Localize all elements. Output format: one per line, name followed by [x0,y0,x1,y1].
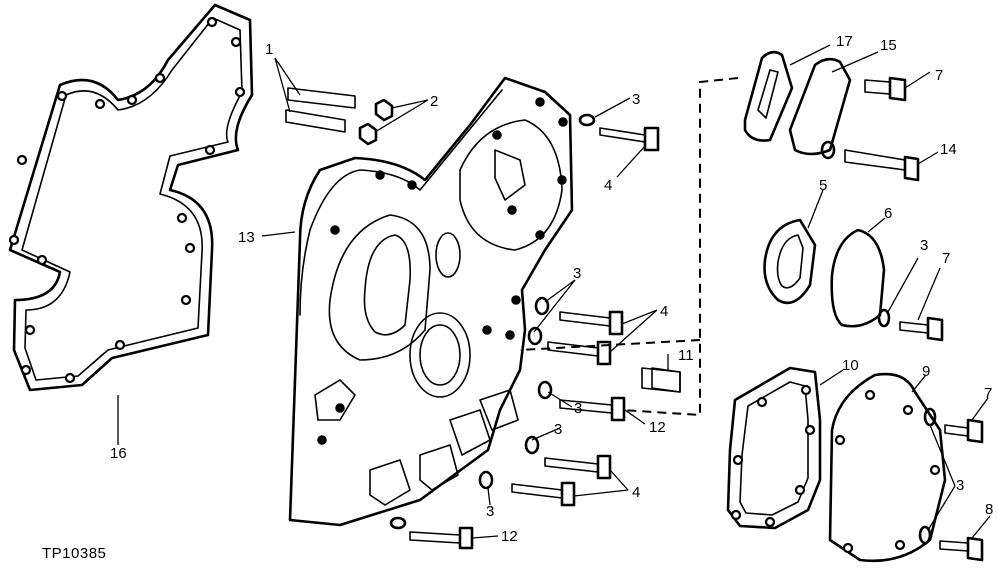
bolt-14 [820,140,920,182]
bolts-and-washers [389,113,681,550]
callout-4-a: 4 [604,177,612,194]
callout-7-a: 7 [935,67,943,84]
dowels-11 [651,367,681,393]
callout-12-b: 12 [501,528,518,545]
gasket-10 [726,366,822,530]
bolt-7-mid [877,308,944,342]
callout-3-d: 3 [554,421,562,438]
callout-16: 16 [110,445,127,462]
callout-3-g: 3 [956,477,964,494]
callout-3-a: 3 [632,91,640,108]
callout-17: 17 [836,33,853,50]
callout-14: 14 [940,141,957,158]
gasket-17 [743,50,794,142]
callout-3-c: 3 [574,400,582,417]
callout-12-a: 12 [649,419,666,436]
alignment-dashed-line [519,77,739,417]
callout-6: 6 [884,205,892,222]
callout-3-e: 3 [486,503,494,520]
callout-10: 10 [842,357,859,374]
nuts-2 [358,98,394,146]
callout-4-c: 4 [632,484,640,501]
studs-1 [285,87,356,133]
callout-8: 8 [985,501,993,518]
leader-lines [117,44,991,539]
callout-3-f: 3 [920,237,928,254]
callout-3-b: 3 [573,265,581,282]
callout-9: 9 [922,363,930,380]
callout-labels: 1 2 3 4 3 4 3 11 12 3 4 3 12 13 16 17 15… [110,33,993,545]
callout-7-c: 7 [984,385,992,402]
plate-6 [830,228,886,328]
callout-11: 11 [678,347,694,364]
callout-1: 1 [265,41,273,58]
cover-plate-9 [828,372,947,563]
bolt-7-top [864,76,907,102]
figure-id: TP10385 [42,545,106,562]
gasket-5 [763,218,817,305]
callout-4-b: 4 [660,303,668,320]
gasket-16 [8,3,254,392]
callout-2: 2 [430,93,438,110]
bolts-7-8-bottom [918,407,984,562]
callout-13: 13 [238,229,255,246]
callout-7-b: 7 [942,250,950,267]
timing-cover-13 [288,76,574,527]
cover-plate-15 [788,57,852,156]
callout-5: 5 [819,177,827,194]
callout-15: 15 [880,37,897,54]
